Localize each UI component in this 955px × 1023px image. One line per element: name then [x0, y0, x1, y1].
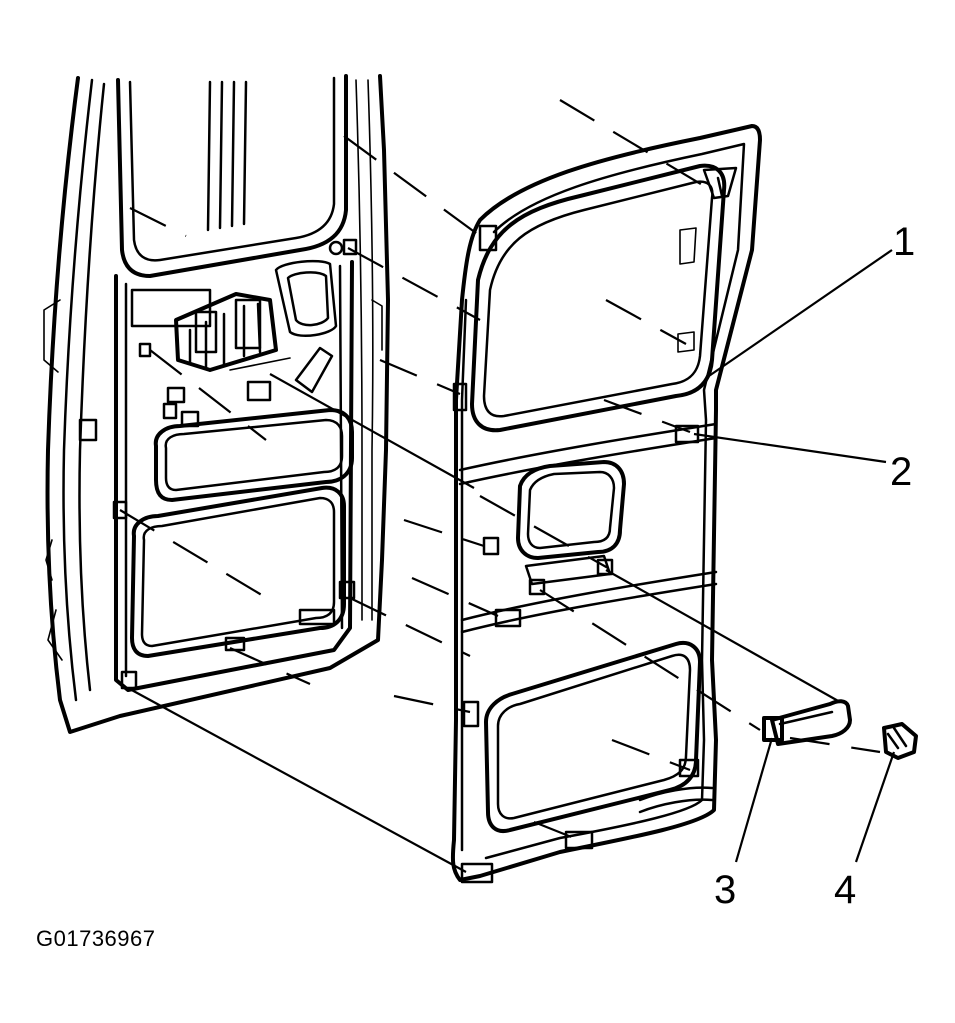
- screw: [882, 722, 918, 760]
- callout-label-3: 3: [714, 868, 737, 912]
- callout-label-4: 4: [834, 868, 857, 912]
- alignment-lines: [119, 99, 881, 873]
- figure-id-caption: G01736967: [36, 926, 156, 951]
- door-frame: [43, 74, 390, 734]
- door-trim-panel: [450, 124, 762, 884]
- pull-handle: [762, 699, 852, 746]
- callout-leaders: [693, 249, 896, 863]
- callout-label-1: 1: [893, 220, 916, 264]
- callout-label-2: 2: [890, 450, 913, 494]
